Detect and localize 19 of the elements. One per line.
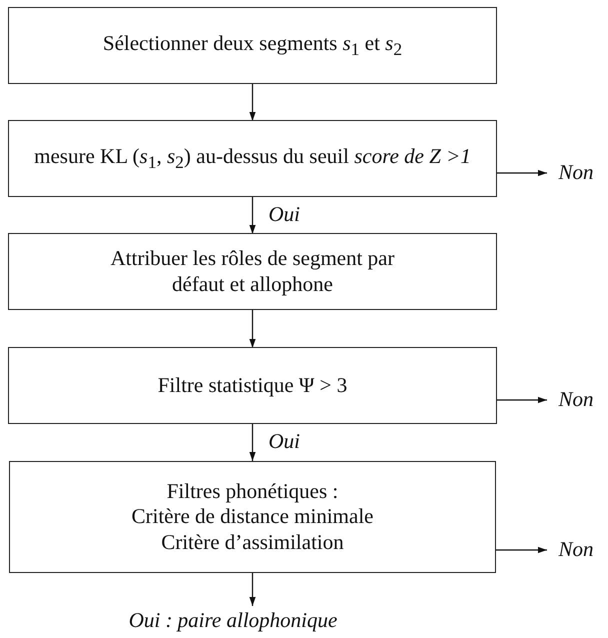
box-text: Attribuer les rôles de segment par défaut et allophone <box>110 246 396 297</box>
box-text: Sélectionner deux segments s$_{1}$ et s$_{2}$ <box>102 30 402 60</box>
box-text: Filtre statistique Ψ > 3 <box>158 372 348 398</box>
arrow <box>249 83 256 121</box>
outcome-label: Non <box>547 535 605 565</box>
arrow <box>249 309 256 348</box>
arrow <box>249 423 256 461</box>
box-text: mesure KL (s$_{1}$, s$_{2}$) au-dessus du seuil score de Z >1 <box>34 144 471 174</box>
arrow <box>496 396 547 404</box>
box-text: Critère de distance minimale <box>132 504 374 530</box>
arrow <box>249 196 256 234</box>
arrow <box>249 573 256 606</box>
outcome-label: Non <box>547 385 605 415</box>
outcome-label: Non <box>547 158 605 188</box>
arrow <box>496 546 547 554</box>
outcome-label: Oui : paire allophonique <box>73 606 393 636</box>
arrow <box>496 170 547 176</box>
box-text: Critère d’assimilation <box>161 530 344 555</box>
box-heading: Filtres phonétiques : <box>166 479 338 504</box>
